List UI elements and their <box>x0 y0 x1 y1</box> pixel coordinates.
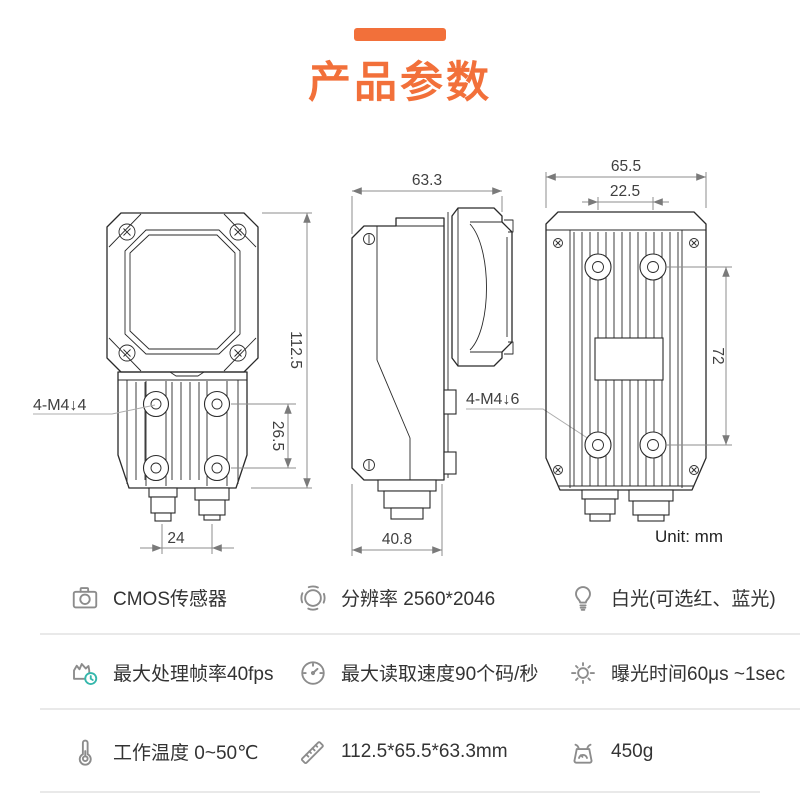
spec-label: 450g <box>611 740 654 762</box>
row-divider <box>40 633 800 635</box>
dim-side-depth: 63.3 <box>412 172 442 189</box>
front-connectors <box>148 487 230 522</box>
sun-icon <box>571 661 595 684</box>
spec-exposure: 曝光时间60μs ~1sec <box>568 658 785 688</box>
spec-label: 最大处理帧率40fps <box>113 664 274 685</box>
spec-resolution: 分辨率 2560*2046 <box>298 583 495 613</box>
spec-sensor: CMOS传感器 <box>70 583 227 613</box>
page-title: 产品参数 <box>308 59 492 107</box>
spec-label: 曝光时间60μs ~1sec <box>611 664 786 685</box>
scale-icon <box>573 743 593 764</box>
rear-connectors <box>581 489 674 522</box>
front-corner-screws <box>118 223 247 362</box>
spec-label: 白光(可选红、蓝光) <box>611 589 776 610</box>
dim-front-hole-spacing: 26.5 <box>269 421 286 451</box>
rear-label-plate <box>594 337 664 381</box>
bulb-icon <box>575 585 591 611</box>
dim-rear-hole-spacing-v: 72 <box>709 347 726 364</box>
spec-dimensions: 112.5*65.5*63.3mm <box>298 737 508 767</box>
unit-label: Unit: mm <box>655 527 723 546</box>
ruler-icon <box>300 740 324 764</box>
front-view-drawing: 112.5 26.5 24 4-M4↓4 <box>33 212 312 554</box>
spec-framerate: 最大处理帧率40fps <box>70 658 273 688</box>
aperture-icon <box>300 584 326 611</box>
spec-read-speed: 最大读取速度90个码/秒 <box>298 658 538 688</box>
dim-front-height: 112.5 <box>287 331 304 369</box>
spec-light: 白光(可选红、蓝光) <box>568 583 776 613</box>
spec-label: 分辨率 2560*2046 <box>341 589 496 610</box>
spec-row-2: 最大处理帧率40fps 最大读取速度90个码/秒 曝光时间60μs ~1sec <box>0 635 800 710</box>
spec-row-1: CMOS传感器 分辨率 2560*2046 白光(可选红、蓝光) <box>0 560 800 635</box>
technical-drawing: 112.5 26.5 24 4-M4↓4 <box>33 158 732 556</box>
rear-mounting-holes <box>584 253 667 459</box>
spec-label: CMOS传感器 <box>113 589 228 610</box>
side-connector <box>377 479 437 520</box>
spec-row-3: 工作温度 0~50℃ 112.5*65.5*63.3mm 450g <box>0 710 800 793</box>
spec-temperature: 工作温度 0~50℃ <box>70 737 258 767</box>
spec-label: 112.5*65.5*63.3mm <box>341 740 508 762</box>
dim-front-connector-spacing: 24 <box>167 530 185 547</box>
row-divider <box>40 791 760 793</box>
rear-corner-screws <box>553 238 699 475</box>
dim-rear-hole-spacing-h: 22.5 <box>610 183 640 200</box>
framerate-icon <box>73 662 98 685</box>
title-accent-bar <box>354 28 446 41</box>
spec-label: 工作温度 0~50℃ <box>113 743 259 764</box>
front-thread-note: 4-M4↓4 <box>33 397 86 414</box>
spec-weight: 450g <box>568 737 653 767</box>
row-divider <box>40 708 800 710</box>
rear-view-drawing: 65.5 22.5 72 <box>545 158 732 522</box>
gauge-icon <box>301 660 325 685</box>
camera-icon <box>72 586 98 608</box>
dim-side-bottom-width: 40.8 <box>382 531 412 548</box>
side-view-drawing: 63.3 40.8 4-M4↓6 <box>351 172 596 556</box>
spec-label: 最大读取速度90个码/秒 <box>341 664 539 685</box>
dim-rear-width: 65.5 <box>611 158 641 175</box>
spec-grid: CMOS传感器 分辨率 2560*2046 白光(可选红、蓝光) <box>0 560 800 793</box>
front-mounting-holes <box>142 390 231 482</box>
thermometer-icon <box>78 739 92 766</box>
side-thread-note: 4-M4↓6 <box>466 391 519 408</box>
